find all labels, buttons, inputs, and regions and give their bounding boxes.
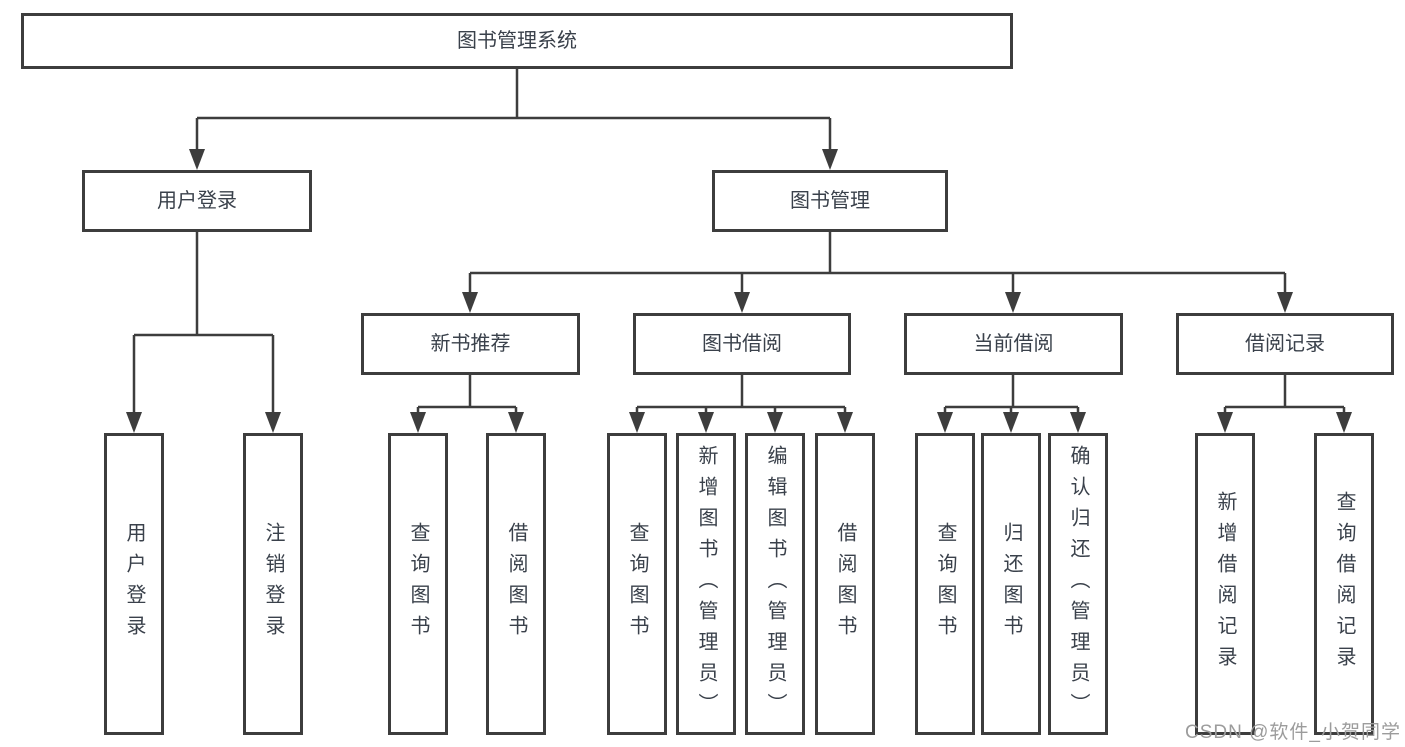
node-label: 当前借阅 bbox=[973, 333, 1054, 355]
arrow-down-icon bbox=[698, 412, 714, 433]
node-label: 用户登录 bbox=[123, 522, 145, 646]
leaf-query-borrow-record: 查询借阅记录 bbox=[1314, 433, 1374, 735]
node-label: 借阅图书 bbox=[834, 522, 856, 646]
node-label: 编辑图书（管理员） bbox=[764, 444, 786, 724]
leaf-borrow-books: 借阅图书 bbox=[815, 433, 875, 735]
node-label: 确认归还（管理员） bbox=[1067, 444, 1089, 724]
leaf-query-books-current: 查询图书 bbox=[915, 433, 975, 735]
arrow-down-icon bbox=[734, 292, 750, 313]
node-label: 图书借阅 bbox=[702, 333, 782, 355]
node-label: 归还图书 bbox=[1000, 522, 1022, 646]
arrowheads bbox=[126, 149, 1352, 433]
arrow-down-icon bbox=[1070, 412, 1086, 433]
leaf-edit-book-admin: 编辑图书（管理员） bbox=[745, 433, 805, 735]
node-label: 借阅图书 bbox=[505, 522, 527, 646]
arrow-down-icon bbox=[767, 412, 783, 433]
arrow-down-icon bbox=[822, 149, 838, 170]
node-current-borrowing: 当前借阅 bbox=[904, 313, 1123, 375]
arrow-down-icon bbox=[126, 412, 142, 433]
arrow-down-icon bbox=[1217, 412, 1233, 433]
node-label: 查询图书 bbox=[934, 522, 956, 646]
arrow-down-icon bbox=[629, 412, 645, 433]
node-label: 新增借阅记录 bbox=[1214, 491, 1236, 677]
node-label: 图书管理 bbox=[790, 190, 870, 212]
arrow-down-icon bbox=[410, 412, 426, 433]
arrow-down-icon bbox=[1003, 412, 1019, 433]
arrow-down-icon bbox=[189, 149, 205, 170]
connector-book-mgmt-to-level3 bbox=[468, 232, 1287, 295]
leaf-borrow-books-recommend: 借阅图书 bbox=[486, 433, 546, 735]
node-user-login: 用户登录 bbox=[82, 170, 312, 232]
node-label: 查询图书 bbox=[626, 522, 648, 646]
leaf-confirm-return-admin: 确认归还（管理员） bbox=[1048, 433, 1108, 735]
arrow-down-icon bbox=[1277, 292, 1293, 313]
node-borrowing-records: 借阅记录 bbox=[1176, 313, 1394, 375]
node-label: 查询借阅记录 bbox=[1333, 491, 1355, 677]
arrow-down-icon bbox=[1336, 412, 1352, 433]
leaf-return-books: 归还图书 bbox=[981, 433, 1041, 735]
arrow-down-icon bbox=[265, 412, 281, 433]
connector-new-book-to-leaves bbox=[416, 375, 518, 415]
node-label: 新书推荐 bbox=[430, 333, 511, 355]
leaf-logout: 注销登录 bbox=[243, 433, 303, 735]
leaf-add-book-admin: 新增图书（管理员） bbox=[676, 433, 736, 735]
connector-current-borrow-to-leaves bbox=[943, 375, 1080, 415]
arrow-down-icon bbox=[462, 292, 478, 313]
node-new-book-recommendation: 新书推荐 bbox=[361, 313, 580, 375]
arrow-down-icon bbox=[937, 412, 953, 433]
leaf-add-borrow-record: 新增借阅记录 bbox=[1195, 433, 1255, 735]
watermark-text: CSDN @软件_小贺同学 bbox=[1185, 722, 1401, 743]
node-label: 图书管理系统 bbox=[457, 30, 577, 52]
connector-paths bbox=[132, 69, 1346, 415]
arrow-down-icon bbox=[1005, 292, 1021, 313]
node-label: 新增图书（管理员） bbox=[695, 444, 717, 724]
arrow-down-icon bbox=[837, 412, 853, 433]
leaf-query-books-borrow: 查询图书 bbox=[607, 433, 667, 735]
node-label: 查询图书 bbox=[407, 522, 429, 646]
leaf-query-books-recommend: 查询图书 bbox=[388, 433, 448, 735]
connector-book-borrow-to-leaves bbox=[635, 375, 847, 415]
arrow-down-icon bbox=[508, 412, 524, 433]
node-label: 借阅记录 bbox=[1245, 333, 1325, 355]
node-book-borrowing: 图书借阅 bbox=[633, 313, 851, 375]
connector-borrow-records-to-leaves bbox=[1223, 375, 1346, 415]
leaf-user-login: 用户登录 bbox=[104, 433, 164, 735]
node-label: 注销登录 bbox=[262, 522, 284, 646]
node-book-management: 图书管理 bbox=[712, 170, 948, 232]
node-label: 用户登录 bbox=[157, 190, 237, 212]
node-library-management-system: 图书管理系统 bbox=[21, 13, 1013, 69]
connector-user-login-to-leaves bbox=[132, 232, 275, 415]
connector-root-to-level2 bbox=[195, 69, 832, 152]
